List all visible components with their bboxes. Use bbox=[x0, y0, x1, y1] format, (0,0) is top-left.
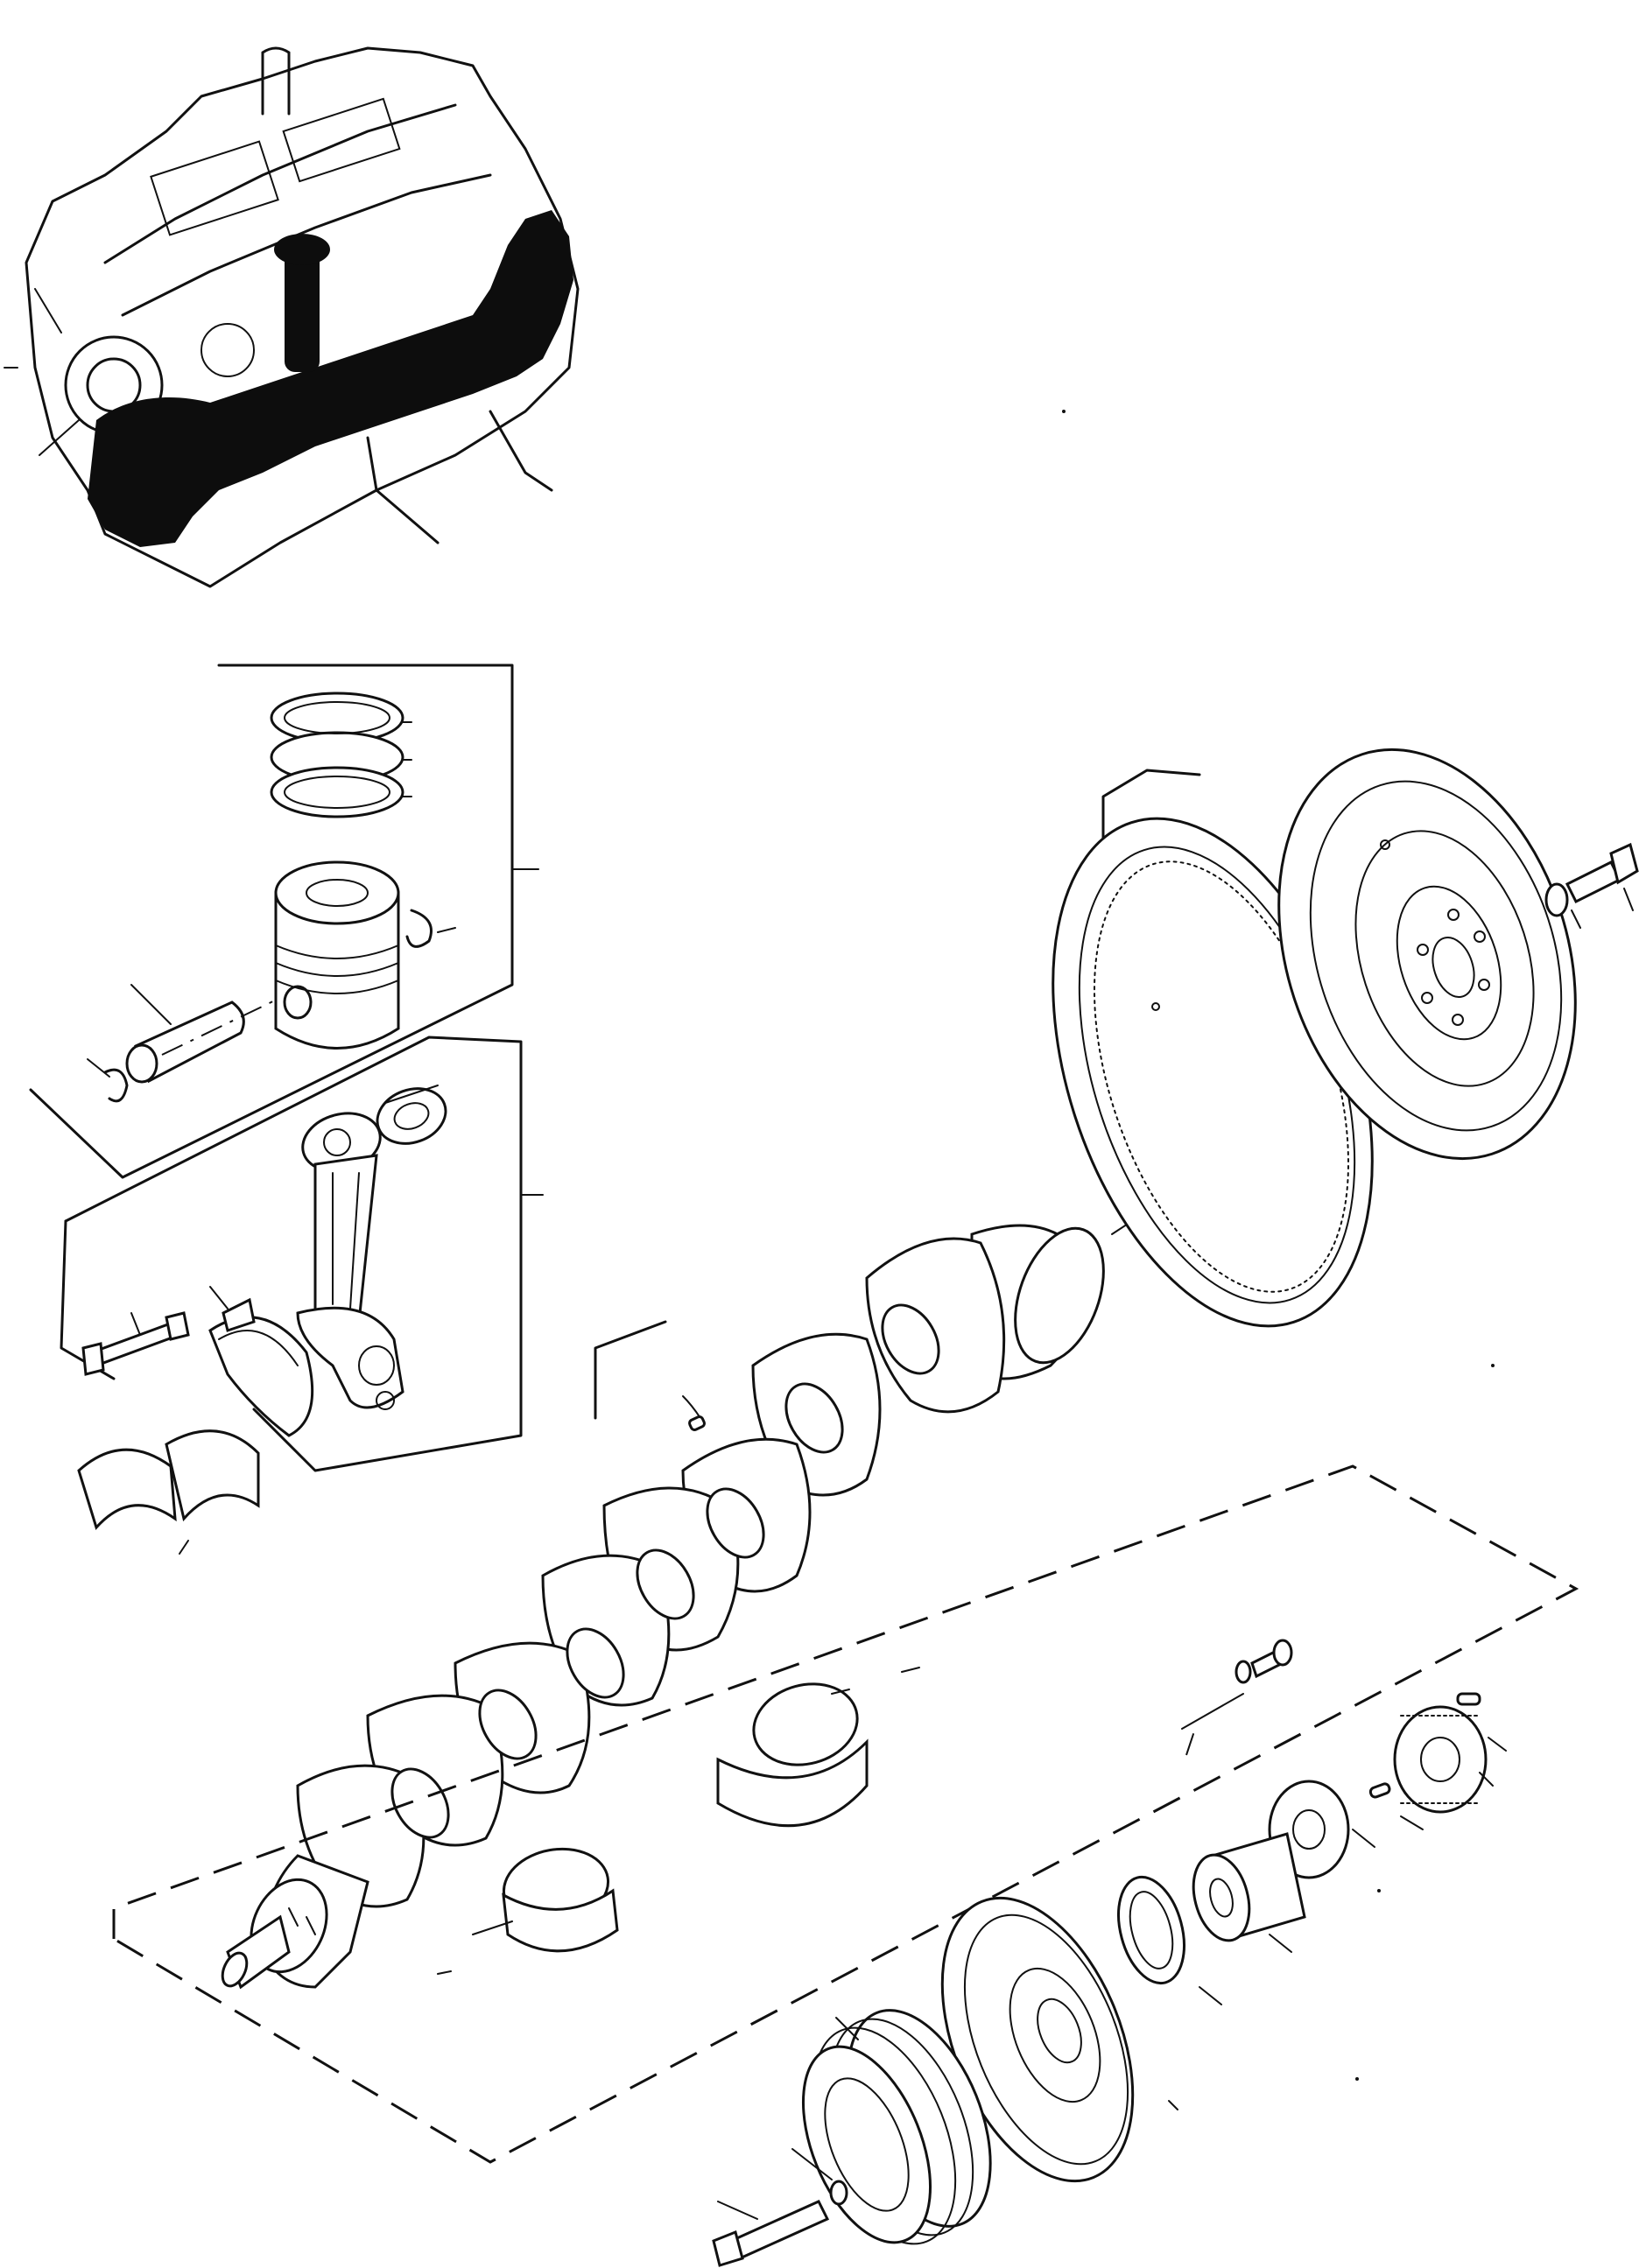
small-end-bushing bbox=[376, 1085, 447, 1145]
connecting-rod bbox=[296, 1112, 404, 1410]
rod-bearing-shells bbox=[77, 1429, 260, 1555]
highlighted-piston-rod bbox=[285, 241, 320, 372]
piston-rings bbox=[270, 692, 412, 818]
rod-bolt bbox=[81, 1311, 190, 1376]
stray-marks bbox=[1062, 410, 1495, 2081]
crank-sleeve bbox=[1192, 1832, 1306, 1953]
front-group bbox=[112, 1464, 1579, 2267]
engine-overview-illustration bbox=[4, 46, 580, 588]
pulley-bolt bbox=[712, 2148, 848, 2267]
piston-pin bbox=[125, 984, 245, 1084]
crankshaft bbox=[221, 1032, 1419, 1990]
crankshaft-gear bbox=[1393, 1692, 1507, 1814]
snap-ring bbox=[405, 909, 433, 948]
connecting-rod-group bbox=[60, 1036, 544, 1555]
piston-group bbox=[29, 664, 539, 1179]
oil-seal bbox=[1117, 1875, 1222, 2005]
main-bearing-lower bbox=[437, 1847, 619, 1975]
piston bbox=[274, 860, 400, 1050]
main-bearing bbox=[716, 1667, 920, 1828]
rod-cap bbox=[208, 1286, 314, 1437]
highlighted-crankshaft bbox=[88, 210, 573, 547]
flywheel-assembly bbox=[1052, 748, 1639, 1328]
